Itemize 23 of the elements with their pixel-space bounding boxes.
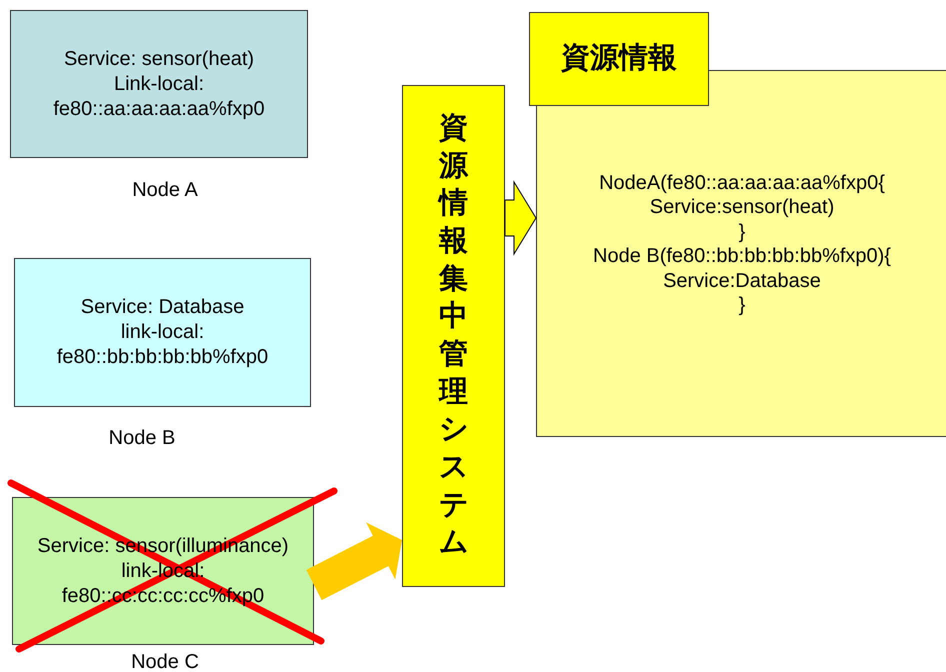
heading-tab — [529, 12, 709, 106]
block-arrow — [504, 180, 537, 256]
node-box — [14, 258, 311, 407]
node-caption: Node C — [131, 650, 199, 672]
node-text: Service: Database — [80, 295, 244, 320]
code-line: NodeA(fe80::aa:aa:aa:aa%fxp0{ — [599, 171, 885, 196]
system-box — [402, 85, 505, 587]
node-text: Service: sensor(heat) — [64, 46, 254, 72]
node-text: fe80::aa:aa:aa:aa%fxp0 — [53, 96, 265, 122]
code-line: Node B(fe80::bb:bb:bb:bb%fxp0){ — [593, 244, 891, 269]
node-caption: Node A — [132, 178, 198, 203]
vertical-text: 資源情報集中管理システム — [439, 110, 468, 560]
node-caption: Node B — [108, 426, 176, 451]
code-line: Service:Database — [663, 268, 821, 293]
node-box — [10, 10, 308, 158]
code-line: } — [738, 292, 746, 318]
node-text: fe80::bb:bb:bb:bb%fxp0 — [56, 345, 268, 370]
heading-text: 資源情報 — [561, 41, 677, 76]
node-text: Link-local: — [114, 72, 204, 96]
block-arrow — [306, 522, 402, 600]
code-line: } — [738, 220, 746, 244]
code-line: Service:sensor(heat) — [650, 195, 834, 220]
node-text: link-local: — [120, 320, 204, 345]
